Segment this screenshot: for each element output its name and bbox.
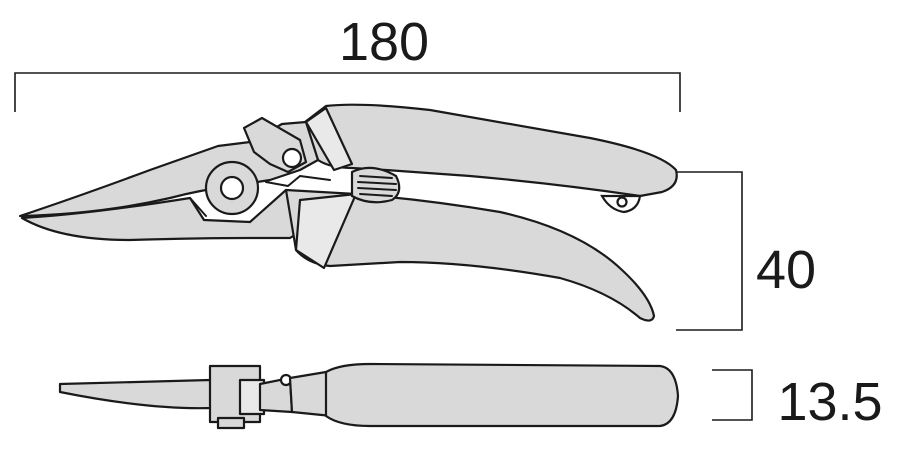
thickness-dimension-line (712, 369, 753, 421)
top-view-blade (58, 378, 214, 410)
shears-top-view (58, 362, 680, 430)
height-dimension: 40 (676, 171, 816, 331)
top-view-nut (216, 416, 246, 430)
lower-handle-band (294, 192, 358, 270)
safety-latch (242, 116, 308, 174)
height-dimension-line (676, 171, 743, 331)
pivot-bolt (204, 160, 260, 216)
shears-side-view (18, 103, 678, 322)
thickness-dimension: 13.5 (712, 369, 883, 432)
hanging-loop-hole (616, 196, 628, 208)
lower-blade (20, 188, 308, 242)
top-view-handle (324, 362, 680, 428)
length-dimension: 180 (14, 12, 681, 112)
length-dimension-line (14, 72, 681, 112)
lower-handle (284, 188, 656, 322)
height-dimension-label: 40 (756, 240, 816, 300)
spring (350, 166, 401, 204)
upper-handle-band (304, 106, 354, 172)
upper-handle (303, 103, 678, 198)
thickness-dimension-label: 13.5 (777, 372, 882, 432)
length-dimension-label: 180 (339, 12, 429, 72)
blade-notch (189, 175, 331, 217)
